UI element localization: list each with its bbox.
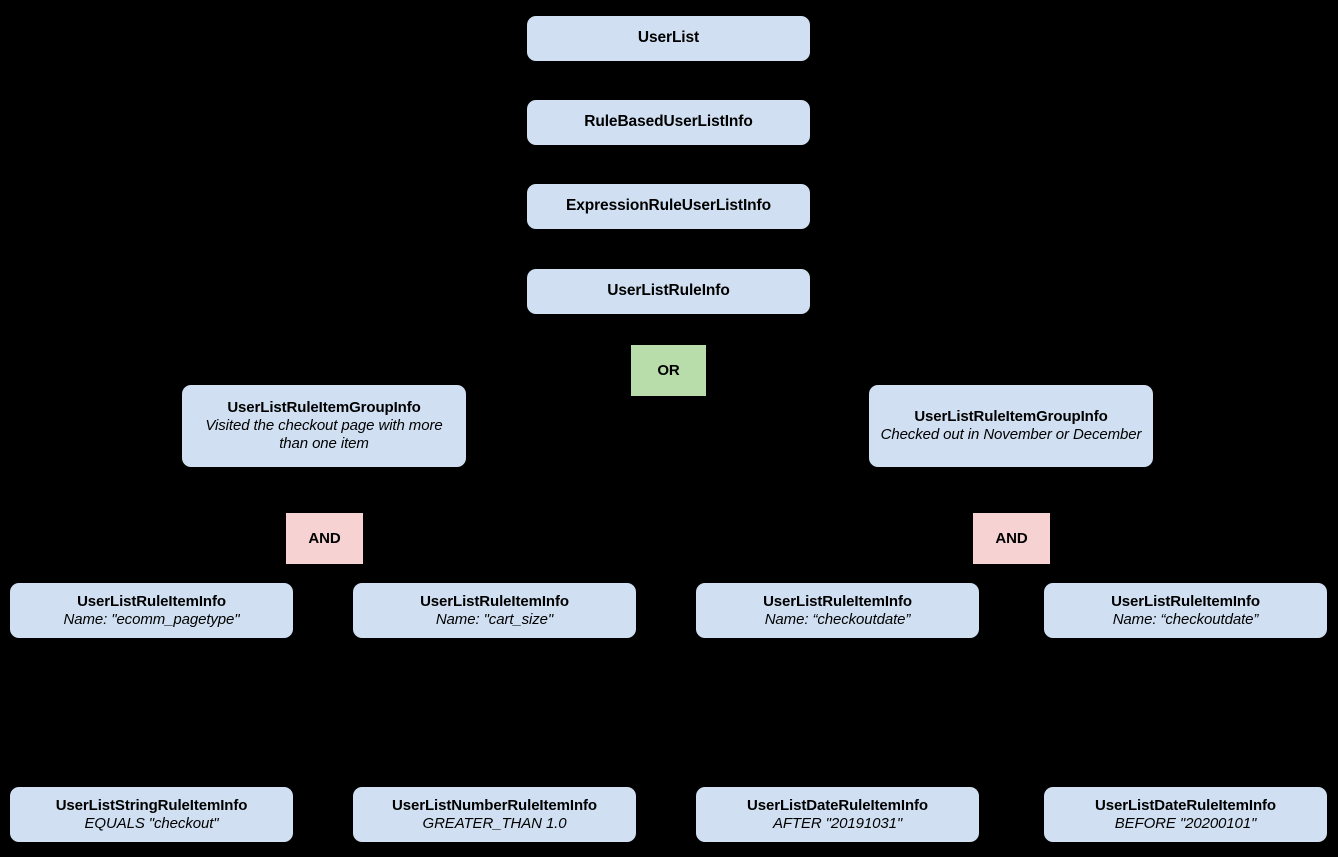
node-rule-item-checkoutdate-before[interactable]: UserListRuleItemInfo Name: “checkoutdate… xyxy=(1044,583,1327,638)
node-group-right[interactable]: UserListRuleItemGroupInfo Checked out in… xyxy=(869,385,1153,467)
edge-and-right-to-item-date-a xyxy=(837,562,989,585)
node-date-rule-item-info-before[interactable]: UserListDateRuleItemInfo BEFORE "2020010… xyxy=(1044,787,1327,842)
node-title: ExpressionRuleUserListInfo xyxy=(566,197,771,215)
edge-and-left-to-item-cart xyxy=(349,562,496,585)
edge-and-right-to-item-date-b xyxy=(1034,562,1187,585)
operator-label: OR xyxy=(657,361,680,379)
node-title: UserListDateRuleItemInfo xyxy=(747,796,928,814)
node-subtitle: Visited the checkout page with more than… xyxy=(205,417,443,452)
node-user-list[interactable]: UserList xyxy=(527,16,810,61)
node-title: UserListRuleItemInfo xyxy=(420,592,569,610)
node-title: UserListDateRuleItemInfo xyxy=(1095,796,1276,814)
node-subtitle: Name: "ecomm_pagetype" xyxy=(63,610,240,628)
node-rule-item-checkoutdate-after[interactable]: UserListRuleItemInfo Name: “checkoutdate… xyxy=(696,583,979,638)
node-title: UserListRuleItemInfo xyxy=(763,592,912,610)
node-title: UserList xyxy=(637,29,700,47)
node-expression-rule-user-list-info[interactable]: ExpressionRuleUserListInfo xyxy=(527,184,810,229)
operator-label: AND xyxy=(308,529,341,547)
node-title: UserListRuleItemGroupInfo xyxy=(227,399,421,417)
operator-label: AND xyxy=(995,529,1028,547)
node-title: UserListRuleItemInfo xyxy=(1111,592,1260,610)
node-user-list-rule-info[interactable]: UserListRuleInfo xyxy=(527,269,810,314)
node-subtitle: Name: “checkoutdate” xyxy=(1112,610,1259,628)
node-title: UserListNumberRuleItemInfo xyxy=(392,796,597,814)
node-title: UserListRuleItemInfo xyxy=(77,592,226,610)
node-subtitle: Checked out in November or December xyxy=(880,426,1142,443)
operator-or[interactable]: OR xyxy=(631,345,706,396)
node-title: UserListRuleInfo xyxy=(607,282,730,300)
node-subtitle: Name: “checkoutdate” xyxy=(764,610,911,628)
node-subtitle: GREATER_THAN 1.0 xyxy=(422,814,567,832)
node-rule-item-cart-size[interactable]: UserListRuleItemInfo Name: "cart_size" xyxy=(353,583,636,638)
node-title: RuleBasedUserListInfo xyxy=(584,113,753,131)
node-subtitle: EQUALS "checkout" xyxy=(84,814,219,832)
node-subtitle: Name: "cart_size" xyxy=(435,610,554,628)
node-subtitle: AFTER "20191031" xyxy=(772,814,903,832)
node-group-left[interactable]: UserListRuleItemGroupInfo Visited the ch… xyxy=(182,385,466,467)
node-number-rule-item-info[interactable]: UserListNumberRuleItemInfo GREATER_THAN … xyxy=(353,787,636,842)
node-subtitle: BEFORE "20200101" xyxy=(1114,814,1257,832)
node-title: UserListStringRuleItemInfo xyxy=(55,796,248,814)
node-title: UserListRuleItemGroupInfo xyxy=(914,408,1108,426)
node-rule-based-user-list-info[interactable]: RuleBasedUserListInfo xyxy=(527,100,810,145)
node-date-rule-item-info-after[interactable]: UserListDateRuleItemInfo AFTER "20191031… xyxy=(696,787,979,842)
edge-and-left-to-item-pagetype xyxy=(150,562,301,585)
operator-and-left[interactable]: AND xyxy=(286,513,363,564)
node-rule-item-ecomm-pagetype[interactable]: UserListRuleItemInfo Name: "ecomm_pagety… xyxy=(10,583,293,638)
node-string-rule-item-info[interactable]: UserListStringRuleItemInfo EQUALS "check… xyxy=(10,787,293,842)
operator-and-right[interactable]: AND xyxy=(973,513,1050,564)
